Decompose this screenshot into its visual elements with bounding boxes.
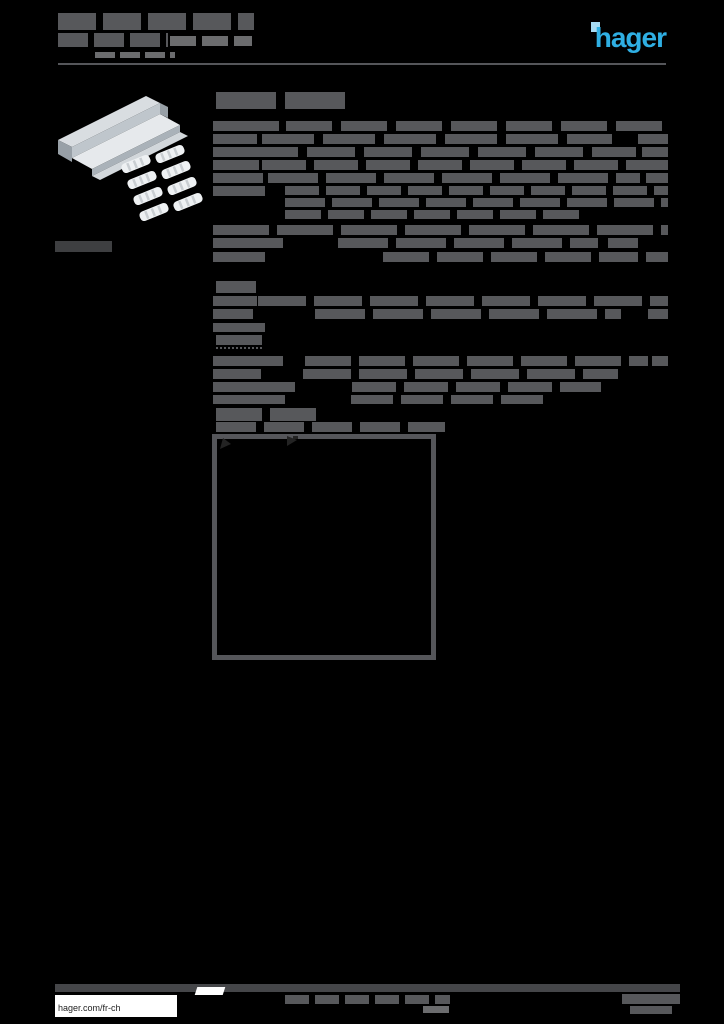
dimension-diagram-box: [212, 434, 436, 660]
product-photo: [58, 96, 203, 222]
spec-c3-leader: [352, 382, 601, 392]
title-line-1: [58, 13, 254, 30]
spec-a3-value: [642, 147, 668, 157]
spec-c1-label: [213, 356, 283, 366]
spec-a6-text-line1: [285, 186, 668, 195]
product-reference-block: [55, 241, 112, 252]
spec-a8-value: [608, 238, 638, 248]
section-a-header: [216, 92, 350, 109]
section-c-underline: [216, 347, 262, 349]
footer-rule: [55, 984, 680, 992]
hager-logo: hager: [594, 22, 667, 53]
spec-a6-text-line3: [285, 210, 585, 219]
spec-a3-label: [213, 147, 251, 157]
footer-right-line2: [630, 1006, 672, 1014]
spec-a9-value: [646, 252, 668, 262]
footer-center-text: [285, 995, 450, 1004]
header-rule: [58, 63, 666, 65]
dimension-arrow-icon: [287, 436, 298, 446]
spec-a9-leader: [383, 252, 638, 262]
spec-c1-leader: [305, 356, 648, 366]
spec-a5-value: [646, 173, 668, 183]
dimension-arrow-icon: [220, 438, 231, 449]
title-line-2-sub: [170, 36, 252, 46]
spec-a5-leader: [268, 173, 640, 183]
spec-a1-value: [286, 121, 668, 131]
spec-b1-value: [258, 296, 668, 306]
spec-a4-label: [213, 160, 259, 170]
spec-a2-leader: [262, 134, 612, 144]
section-d-header: [216, 408, 318, 421]
spec-a8-label: [213, 238, 283, 248]
spec-a6-label: [213, 186, 265, 196]
spec-a6-text-line2: [285, 198, 668, 207]
footer-flag-shape: [194, 987, 226, 995]
spec-b2-label: [213, 309, 253, 319]
spec-b2-leader: [315, 309, 621, 319]
logo-accent-mark: [591, 22, 600, 32]
title-line-3: [95, 52, 175, 58]
spec-a8-leader: [338, 238, 598, 248]
spec-c4-leader: [351, 395, 550, 404]
title-line-2: [58, 33, 168, 47]
footer-right-line1: [622, 994, 680, 1004]
spec-b3-label: [213, 323, 265, 332]
section-d-subtitle: [216, 422, 445, 432]
spec-c2-leader: [303, 369, 618, 379]
spec-a4-value: [262, 160, 668, 170]
footer-center-fragment: [423, 1006, 449, 1013]
spec-b2-value: [648, 309, 668, 319]
spec-c2-label: [213, 369, 261, 379]
section-c-header: [216, 335, 262, 345]
spec-a2-label: [213, 134, 257, 144]
spec-a1-label: [213, 121, 279, 131]
spec-a7-row: [213, 225, 668, 235]
spec-a9-label: [213, 252, 265, 262]
spec-c4-label: [213, 395, 285, 404]
footer-site-link[interactable]: hager.com/fr-ch: [58, 1003, 121, 1013]
footer-site-box: hager.com/fr-ch: [55, 995, 177, 1017]
spec-a2-value: [638, 134, 668, 144]
section-b-header: [216, 281, 256, 293]
spec-a3-leader: [250, 147, 636, 157]
cable-trough-illustration: [58, 96, 188, 180]
spec-c1-value: [652, 356, 668, 366]
spec-a5-label: [213, 173, 263, 183]
spec-c3-label: [213, 382, 295, 392]
comb-grommets-illustration: [121, 144, 203, 222]
spec-b1-label: [213, 296, 257, 306]
